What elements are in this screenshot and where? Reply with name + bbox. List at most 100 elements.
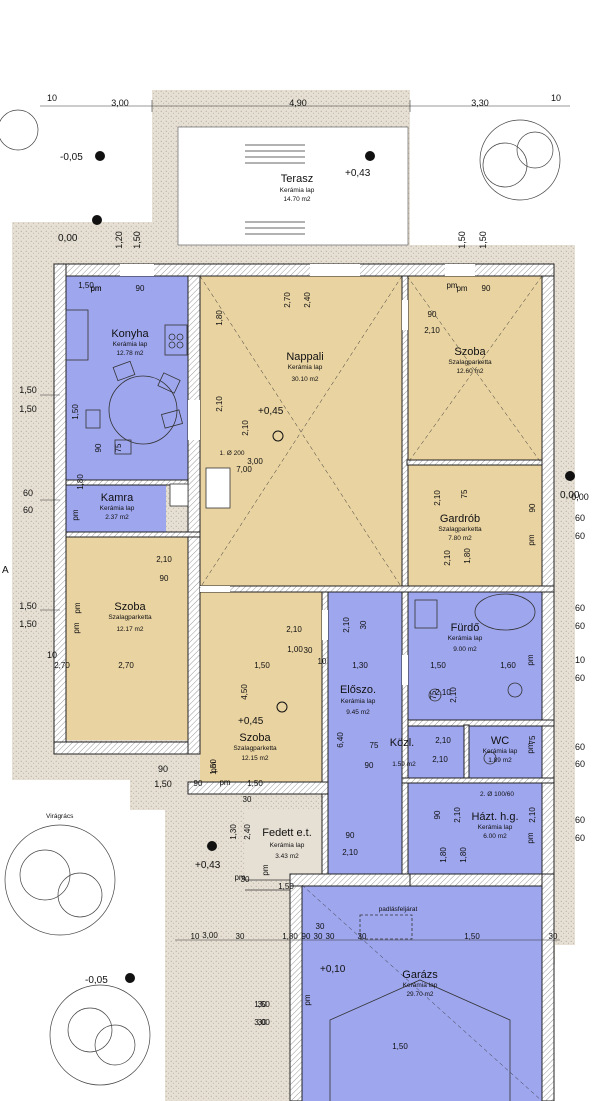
dimension-label: 30 (549, 932, 558, 941)
dimension-label: pm (526, 742, 535, 753)
svg-text:7.80 m2: 7.80 m2 (448, 535, 472, 542)
svg-text:Kerámia lap: Kerámia lap (280, 187, 315, 194)
svg-text:Kerámia lap: Kerámia lap (288, 364, 323, 371)
level-marker: -0,05 (60, 151, 105, 163)
level-marker: +0,10 (320, 964, 346, 975)
level-marker: -0,05 (85, 973, 135, 986)
svg-text:1.89 m2: 1.89 m2 (488, 757, 512, 764)
svg-text:10: 10 (575, 655, 585, 665)
svg-text:Kerámia lap: Kerámia lap (478, 824, 513, 831)
label-gardrob: Gardrób Szalagparketta 7.80 m2 (438, 513, 482, 542)
svg-text:Szoba: Szoba (454, 346, 486, 358)
dimension-label: 30 (258, 1018, 267, 1027)
dimension-label: 1,80 (439, 847, 448, 863)
dimension-label: 1,50 (209, 759, 218, 775)
svg-text:-0,05: -0,05 (85, 975, 108, 986)
dimension-label: 2,10 (528, 807, 537, 823)
svg-text:60: 60 (575, 815, 585, 825)
svg-text:1,50: 1,50 (19, 404, 37, 414)
dimension-label: pm (526, 832, 535, 843)
svg-text:10: 10 (551, 93, 561, 103)
svg-text:29.70 m2: 29.70 m2 (406, 991, 433, 998)
label-kozl: Közl. 1.59 m2 (390, 737, 416, 768)
svg-text:12.78 m2: 12.78 m2 (116, 350, 143, 357)
dimension-label: 1,50 (254, 1000, 270, 1009)
svg-text:60: 60 (23, 505, 33, 515)
dimension-label: pm (73, 602, 82, 613)
dimension-label: 1,50 (71, 404, 80, 420)
svg-text:1.59 m2: 1.59 m2 (392, 761, 416, 768)
svg-text:12.17 m2: 12.17 m2 (116, 626, 143, 633)
viragracs-label: Virágrács (46, 813, 74, 820)
dimension-label: 10 (191, 932, 200, 941)
label-terasz: Terasz Kerámia lap 14.70 m2 (280, 173, 315, 203)
svg-text:60: 60 (575, 759, 585, 769)
dimension-label: 1,50 (464, 932, 480, 941)
svg-text:3,00: 3,00 (111, 98, 129, 108)
floor-kozl (403, 725, 468, 778)
dimension-label: 75 (114, 443, 123, 452)
label-haztng: Házt. h.g. Kerámia lap 6.00 m2 (471, 811, 518, 840)
svg-text:1,50: 1,50 (154, 779, 172, 789)
svg-text:-0,05: -0,05 (60, 152, 83, 163)
dimension-label: 30 (236, 932, 245, 941)
label-szoba3: Szoba Szalagparketta 12.15 m2 (233, 732, 277, 762)
svg-text:0,00: 0,00 (560, 490, 580, 501)
svg-text:30.10 m2: 30.10 m2 (291, 376, 318, 383)
dimension-label: pm (527, 534, 536, 545)
svg-text:1,50: 1,50 (457, 231, 467, 249)
svg-text:Nappali: Nappali (286, 351, 323, 363)
dimension-label: 2,10 (432, 755, 448, 764)
dimension-label: 30 (316, 922, 325, 931)
dimension-label: 4,50 (240, 684, 249, 700)
level-marker: +0,45 (258, 406, 284, 442)
svg-text:2.37 m2: 2.37 m2 (105, 514, 129, 521)
svg-text:Konyha: Konyha (111, 328, 149, 340)
label-garazs: Garázs Kerámia lap 29.70 m2 (402, 969, 438, 998)
dimension-right: 1,50 1,50 0,00 60 60 60 60 10 60 60 60 6… (457, 231, 589, 843)
dimension-label: 2,10 (453, 807, 462, 823)
padlasfeljarat-label: padlásfeljárat (379, 906, 418, 913)
svg-text:60: 60 (575, 531, 585, 541)
dimension-label: 2,10 (215, 396, 224, 412)
dimension-label: 90 (136, 284, 145, 293)
svg-text:9.45 m2: 9.45 m2 (346, 709, 370, 716)
dimension-label: 30 (243, 795, 252, 804)
dimension-label: 1,50 (247, 779, 263, 788)
svg-text:Kerámia lap: Kerámia lap (483, 748, 518, 755)
dimension-label: 90 (194, 779, 203, 788)
svg-text:60: 60 (575, 513, 585, 523)
dimension-label: 30 (359, 620, 368, 629)
room-labels: Terasz Kerámia lap 14.70 m2 Konyha Kerám… (100, 173, 519, 998)
dimension-label: 75 (460, 489, 469, 498)
dimension-left: 1,20 1,50 1,50 1,50 60 60 1,50 1,50 10 9… (19, 231, 172, 789)
dimension-label: 30 (326, 932, 335, 941)
dimension-label: 30 (358, 932, 367, 941)
level-marker: 0,00 (58, 215, 102, 244)
dimension-label: 2,10 (342, 848, 358, 857)
label-wc: WC Kerámia lap 1.89 m2 (483, 735, 518, 764)
svg-text:12.15 m2: 12.15 m2 (241, 755, 268, 762)
dimension-label: 2,10 (342, 617, 351, 633)
dimension-label: pm (72, 622, 81, 633)
dimension-label: 30 (314, 932, 323, 941)
svg-text:1,50: 1,50 (19, 385, 37, 395)
svg-text:Szalagparketta: Szalagparketta (448, 359, 492, 366)
dimension-label: pm (303, 994, 312, 1005)
svg-text:+0,45: +0,45 (258, 406, 284, 417)
dimension-label: 2,40 (303, 292, 312, 308)
level-marker: +0,45 (238, 701, 288, 727)
level-marker: 0,00 (560, 471, 580, 501)
svg-text:Fürdő: Fürdő (451, 622, 480, 634)
dimension-label: 2,10 (443, 550, 452, 566)
svg-text:60: 60 (575, 833, 585, 843)
floor-kamra (66, 484, 166, 534)
dimension-label: 10 (318, 657, 327, 666)
svg-text:0,00: 0,00 (58, 233, 78, 244)
label-konyha: Konyha Kerámia lap 12.78 m2 (111, 328, 149, 357)
dimension-label: pm (219, 778, 230, 787)
dimension-lines (40, 100, 570, 941)
dimension-label: 7,00 (236, 465, 252, 474)
dimension-label: 90 (433, 810, 442, 819)
dimension-label: 75 (429, 690, 438, 699)
